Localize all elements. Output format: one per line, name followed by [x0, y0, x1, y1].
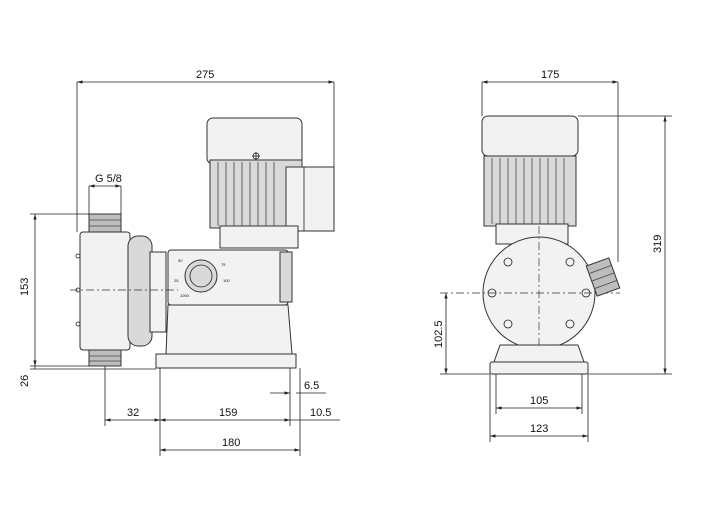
dim-overall-width: 275 — [196, 69, 214, 81]
dim-height: 153 — [19, 278, 31, 296]
front-base — [489, 344, 589, 375]
front-dim-axis: 102.5 — [433, 320, 445, 348]
dim-foot-thickness: 6.5 — [304, 380, 319, 392]
side-view: 50 75 100 25 1000 — [19, 69, 340, 456]
dial-mark: 75 — [221, 262, 226, 267]
dim-base-length: 159 — [219, 407, 237, 419]
front-dim-width: 175 — [541, 69, 559, 81]
dial-mark: 100 — [223, 278, 230, 283]
pump-head-front — [440, 226, 621, 372]
dim-offset-left: 32 — [127, 407, 139, 419]
dial-mark: 25 — [174, 278, 179, 283]
front-dim-foot-outer: 123 — [530, 423, 548, 435]
dial-mark: 1000 — [180, 293, 190, 298]
pump-head — [70, 231, 178, 351]
dim-base-height: 26 — [19, 375, 31, 387]
front-dim-height: 319 — [652, 235, 664, 253]
front-view: 175 319 102.5 105 123 — [433, 69, 672, 442]
front-dim-foot-inner: 105 — [530, 395, 548, 407]
dim-overall-base: 180 — [222, 437, 240, 449]
gear-housing: 50 75 100 25 1000 — [167, 249, 293, 306]
suction-discharge-valves — [88, 213, 122, 367]
pump-base — [155, 304, 297, 369]
dim-base-right: 10.5 — [310, 407, 331, 419]
dim-thread: G 5/8 — [95, 173, 122, 185]
dial-mark: 50 — [178, 258, 183, 263]
motor-body — [206, 117, 335, 249]
motor-front — [481, 115, 579, 245]
